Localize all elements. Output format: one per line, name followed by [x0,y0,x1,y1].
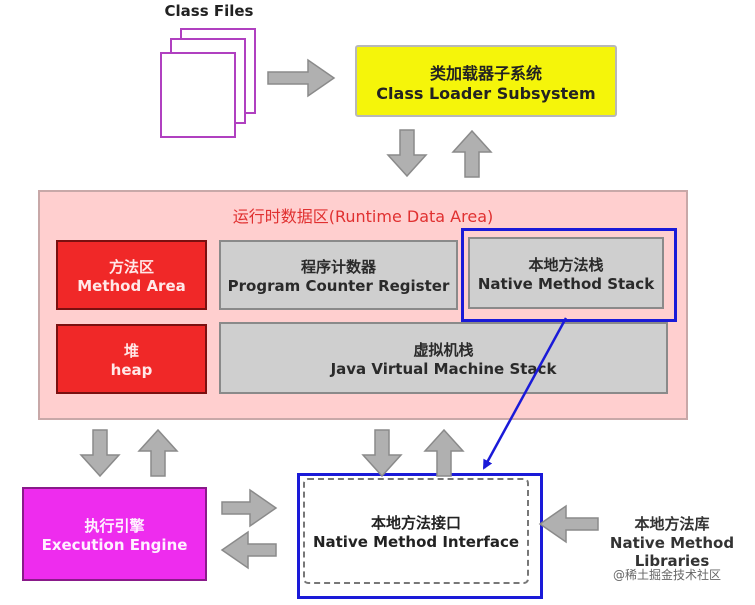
native-stack-en: Native Method Stack [477,274,655,293]
native-libraries-cn: 本地方法库 [634,515,710,533]
arrow-classfiles-to-loader [267,58,336,98]
native-interface-highlight-frame [297,473,543,599]
native-interface-cn: 本地方法接口 [370,513,461,532]
arrow-runtime-to-engine-down [79,429,121,478]
jvm-stack-box: 虚拟机栈 Java Virtual Machine Stack [219,322,668,394]
native-stack-cn: 本地方法栈 [528,255,604,274]
watermark: @稀土掘金技术社区 [612,568,721,582]
method-area-en: Method Area [77,276,186,295]
pc-register-box: 程序计数器 Program Counter Register [219,240,458,310]
jvm-stack-cn: 虚拟机栈 [413,340,474,359]
runtime-data-area-title: 运行时数据区(Runtime Data Area) [232,207,494,226]
native-stack-highlight-frame [461,228,677,322]
class-files-label: Class Files [164,2,254,20]
arrow-interface-to-runtime-up [423,428,465,477]
native-method-libraries-label: 本地方法库 Native Method Libraries [588,513,755,570]
pc-register-cn: 程序计数器 [300,257,376,276]
jvm-stack-en: Java Virtual Machine Stack [330,359,557,378]
arrow-libraries-to-interface [538,504,599,544]
pc-register-en: Program Counter Register [227,276,450,295]
execution-engine-cn: 执行引擎 [84,516,145,535]
arrow-runtime-up [451,129,493,178]
execution-engine-box: 执行引擎 Execution Engine [22,487,207,581]
heap-box: 堆 heap [56,324,207,394]
native-method-interface-box: 本地方法接口 Native Method Interface [303,478,529,584]
class-loader-en: Class Loader Subsystem [376,83,596,103]
method-area-cn: 方法区 [108,257,154,276]
native-stack-to-interface-connector [482,317,568,470]
arrow-loader-down [386,129,428,178]
method-area-box: 方法区 Method Area [56,240,207,310]
native-method-stack-box: 本地方法栈 Native Method Stack [468,237,664,309]
arrow-runtime-to-interface-down [361,429,403,478]
arrow-engine-to-interface [221,488,278,528]
native-libraries-line1: Native Method [609,534,735,552]
arrow-interface-to-engine [220,530,277,570]
arrow-engine-to-runtime-up [137,428,179,477]
native-interface-en: Native Method Interface [312,532,520,551]
class-loader-cn: 类加载器子系统 [429,63,542,83]
heap-en: heap [110,360,153,379]
execution-engine-en: Execution Engine [41,535,188,554]
class-file-page-front [160,52,236,138]
heap-cn: 堆 [123,341,139,360]
class-loader-subsystem-box: 类加载器子系统 Class Loader Subsystem [355,45,617,117]
native-libraries-line2: Libraries [634,552,710,570]
